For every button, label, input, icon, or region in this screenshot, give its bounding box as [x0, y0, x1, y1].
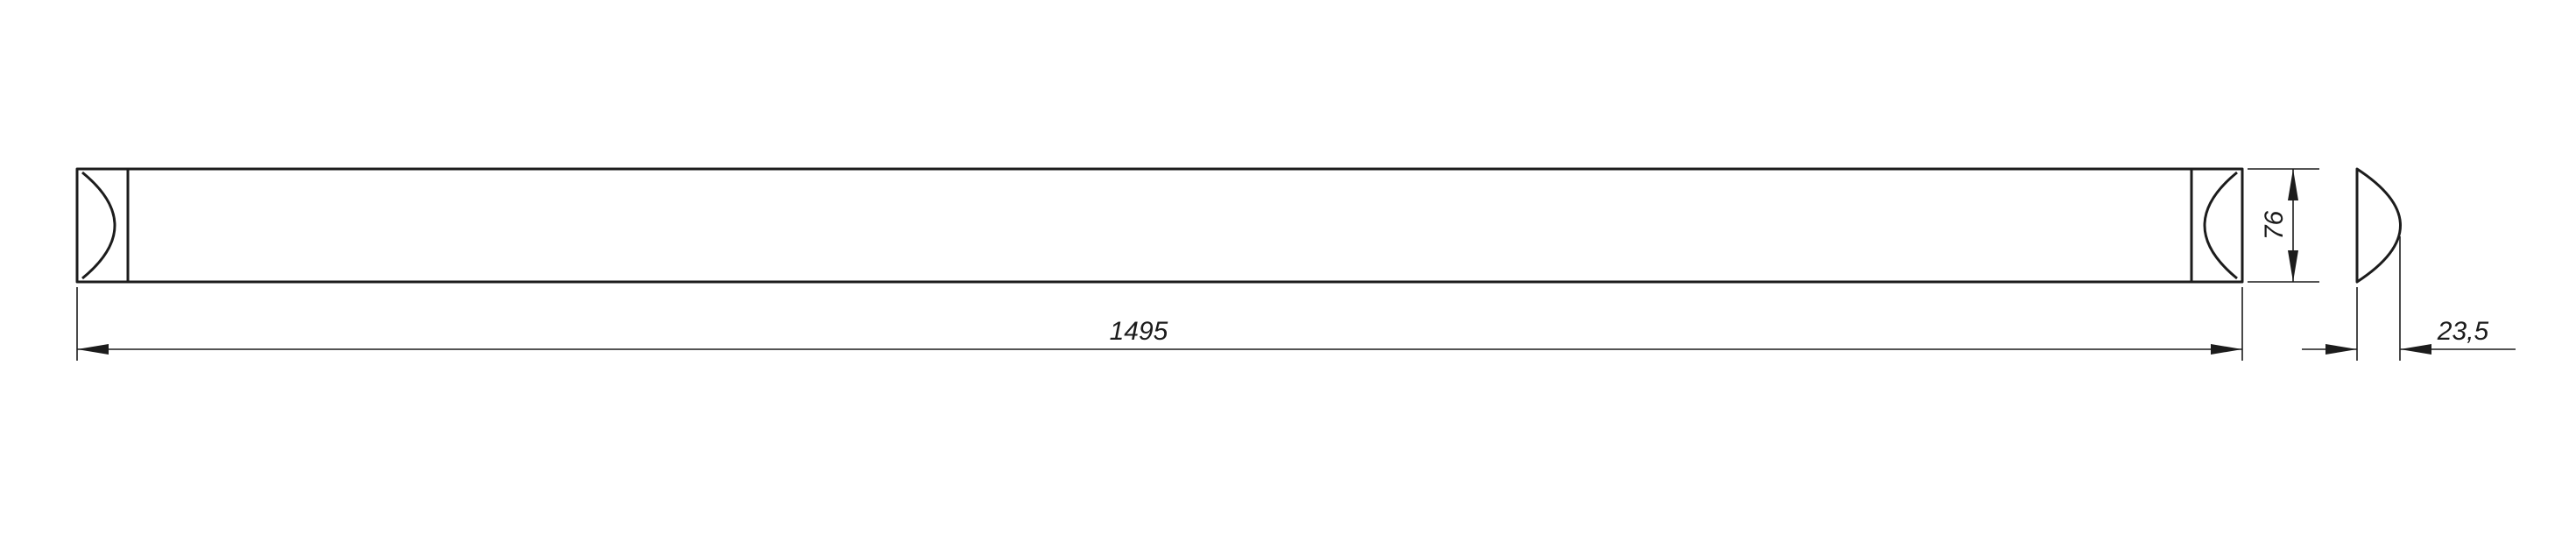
dimension-height: 76	[2248, 168, 2319, 283]
height-dimension-label: 76	[2260, 211, 2289, 241]
front-view	[75, 167, 2244, 284]
dimension-depth: 23,5	[2302, 236, 2516, 361]
left-end-cap-dome-arc	[81, 171, 116, 280]
depth-arrow-right-icon	[2400, 344, 2431, 355]
depth-dimension-label: 23,5	[2437, 317, 2489, 346]
length-arrow-right-icon	[2211, 344, 2242, 355]
depth-arrow-left-icon	[2325, 344, 2357, 355]
height-arrow-top-icon	[2288, 169, 2298, 200]
side-view	[2355, 167, 2402, 284]
dimension-length: 1495	[76, 287, 2243, 361]
length-arrow-left-icon	[77, 344, 109, 355]
length-dimension-label: 1495	[1110, 317, 1168, 346]
front-view-body-outline	[75, 167, 2244, 284]
right-end-cap-dome-arc	[2203, 171, 2238, 280]
height-arrow-bottom-icon	[2288, 250, 2298, 282]
side-view-profile-outline	[2355, 167, 2402, 284]
